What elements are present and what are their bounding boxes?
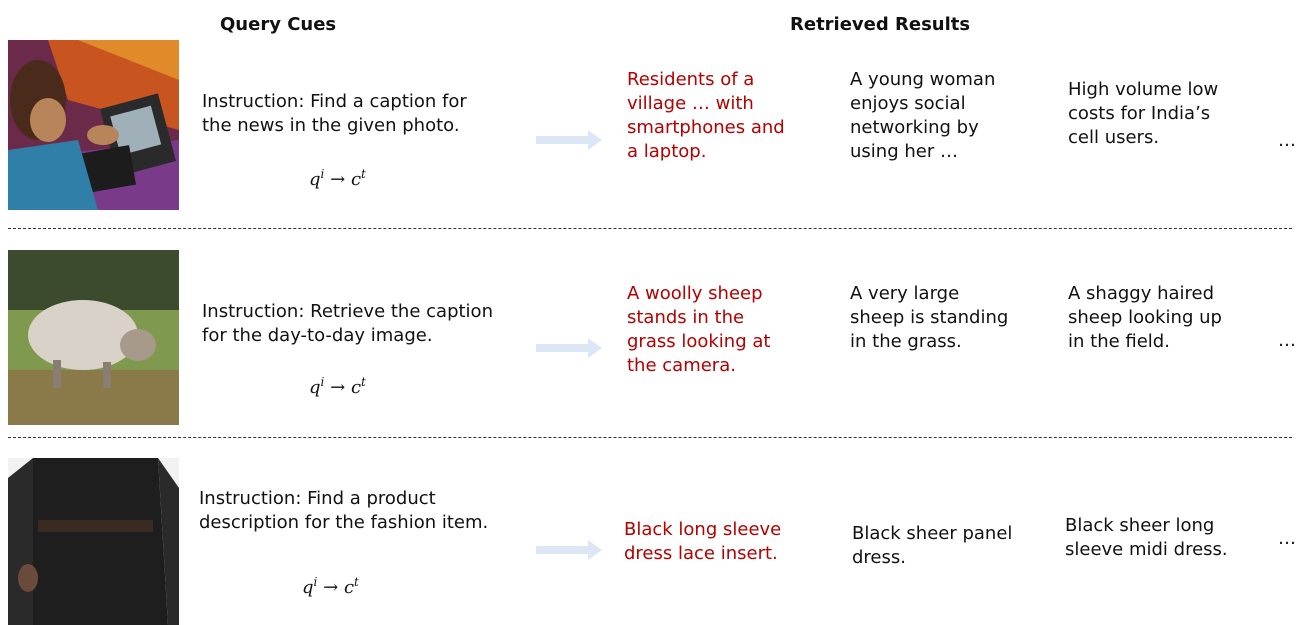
query-cues-header: Query Cues bbox=[220, 14, 337, 35]
query-image-news-photo bbox=[8, 40, 179, 210]
row-divider bbox=[8, 437, 1292, 438]
formula-q-to-c: qi → ct bbox=[309, 167, 366, 190]
more-results-ellipsis: … bbox=[1278, 528, 1296, 549]
arrow-icon bbox=[536, 338, 602, 358]
arrow-icon bbox=[536, 540, 602, 560]
more-results-ellipsis: … bbox=[1278, 330, 1296, 351]
more-results-ellipsis: … bbox=[1278, 130, 1296, 151]
arrow-icon bbox=[536, 130, 602, 150]
formula-q-to-c: qi → ct bbox=[309, 375, 366, 398]
retrieved-results-header: Retrieved Results bbox=[790, 14, 971, 35]
instruction-text: Instruction: Find a product description … bbox=[199, 488, 489, 533]
formula-q-to-c: qi → ct bbox=[302, 575, 359, 598]
query-image-sheep bbox=[8, 250, 179, 425]
query-image-black-dress bbox=[8, 458, 179, 625]
instruction-text: Instruction: Retrieve the caption for th… bbox=[202, 301, 493, 346]
instruction-text: Instruction: Find a caption for the news… bbox=[202, 91, 467, 136]
row-divider bbox=[8, 228, 1292, 229]
